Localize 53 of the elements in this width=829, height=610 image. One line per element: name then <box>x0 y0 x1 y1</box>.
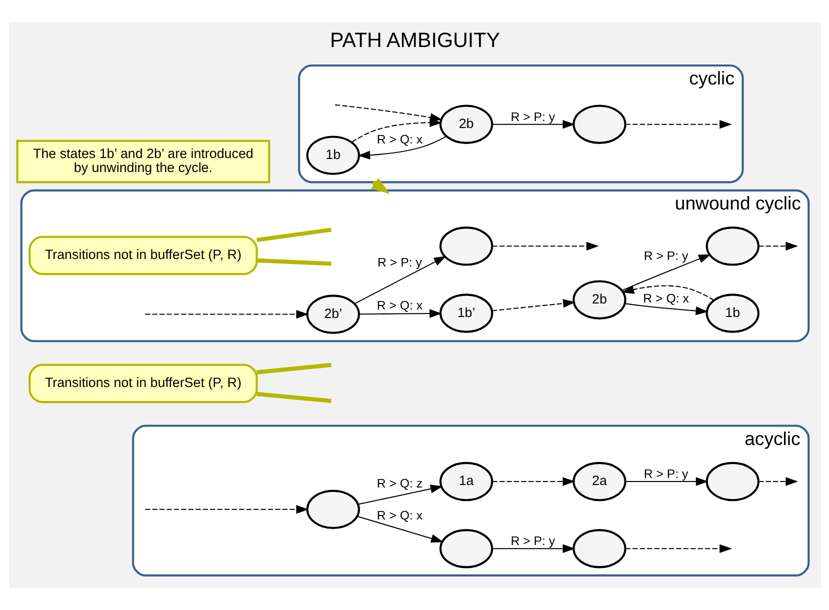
node-circle <box>306 490 360 529</box>
edge-label: R > Q: x <box>376 298 422 313</box>
arrow <box>758 477 798 486</box>
edge-label: R > P: y <box>643 249 688 264</box>
node-ellipse: 2b’ <box>306 294 360 334</box>
edge-label: R > Q: x <box>376 508 422 522</box>
node-circle <box>572 529 626 568</box>
node-box: The states 1b’ and 2b’ are introduced by unwinding the cycle. <box>16 140 270 184</box>
node-ellipse: 1b’ <box>438 294 493 333</box>
node-box: Transitions not in bufferSet (P, R) <box>28 364 258 404</box>
arrow <box>492 477 575 486</box>
node-ellipse: 1a <box>438 462 493 502</box>
arrow <box>621 254 710 291</box>
arrow <box>354 256 446 304</box>
edge-label: R > P: y <box>377 255 422 270</box>
node-ellipse: 2b <box>438 104 493 144</box>
connector <box>256 258 331 266</box>
edge-label: R > Q: x <box>376 132 422 147</box>
arrow <box>621 285 714 301</box>
edge-label: R > Q: x <box>642 292 688 306</box>
node-ellipse: 2b <box>572 280 626 320</box>
arrow <box>492 242 598 250</box>
arrow <box>624 477 708 486</box>
node-ellipse: 2a <box>572 462 626 502</box>
arrow <box>357 136 446 160</box>
arrow <box>624 544 732 553</box>
node-circle <box>438 226 493 266</box>
connector <box>256 362 331 374</box>
connector <box>256 228 331 242</box>
node-circle <box>705 226 759 266</box>
arrow <box>356 516 443 543</box>
node-ellipse: 1b <box>306 136 360 175</box>
arrow <box>358 309 442 318</box>
arrow <box>492 120 575 129</box>
node-ellipse: 1b <box>705 294 759 333</box>
edge-label: R > P: y <box>510 110 555 124</box>
node-circle <box>438 529 493 568</box>
arrow <box>624 303 708 316</box>
diagram-title: PATH AMBIGUITY <box>330 28 500 52</box>
arrow <box>492 544 575 553</box>
node-circle <box>705 462 759 502</box>
arrow <box>144 505 308 514</box>
arrow <box>624 120 732 129</box>
node-circle <box>572 104 626 144</box>
edge-label: R > Q: z <box>376 476 422 490</box>
arrow <box>144 310 308 319</box>
arrow <box>491 299 575 312</box>
node-box: Transitions not in bufferSet (P, R) <box>28 236 258 276</box>
arrow <box>358 484 442 505</box>
edge-label: R > P: y <box>510 534 555 548</box>
edge-label: R > P: y <box>643 467 688 482</box>
connector <box>256 392 331 403</box>
arrow <box>758 242 798 250</box>
